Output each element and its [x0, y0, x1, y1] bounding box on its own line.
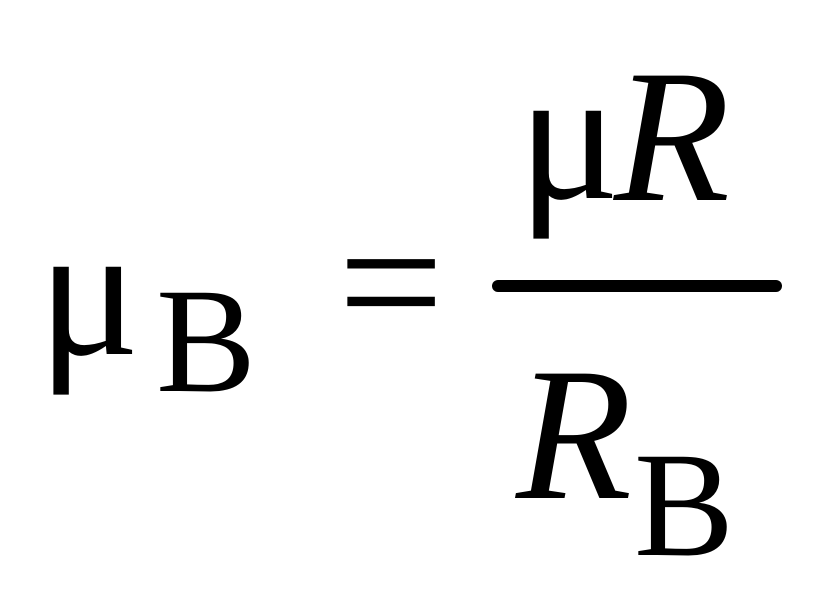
denominator-subscript: B: [634, 422, 735, 588]
equals-sign: =: [338, 177, 445, 386]
fraction-bar: [492, 280, 782, 292]
denominator-r: R: [516, 330, 633, 540]
lhs-mu-symbol: μ: [38, 186, 140, 396]
numerator-mu: μ: [518, 30, 620, 240]
lhs-subscript: B: [156, 258, 257, 424]
numerator-r: R: [614, 32, 731, 242]
